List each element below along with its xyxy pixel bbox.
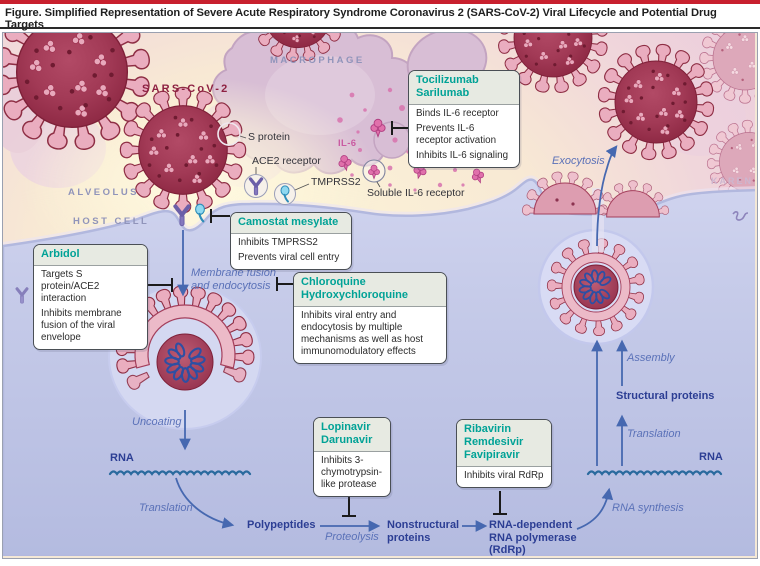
vesicle-assembling-virus xyxy=(537,228,655,346)
callout-circles xyxy=(217,122,386,205)
budding-virions xyxy=(521,170,670,218)
endosome-uncoating-virus xyxy=(108,284,262,430)
title-rule xyxy=(0,27,760,29)
rna-strands xyxy=(108,470,723,476)
illustration-frame xyxy=(2,32,758,559)
sars-cov-2-virion xyxy=(120,87,245,212)
illustration-svg xyxy=(3,33,755,556)
process-arrows xyxy=(175,145,628,532)
jama-red-bar xyxy=(0,0,760,4)
artist-signature-mark xyxy=(732,211,749,221)
